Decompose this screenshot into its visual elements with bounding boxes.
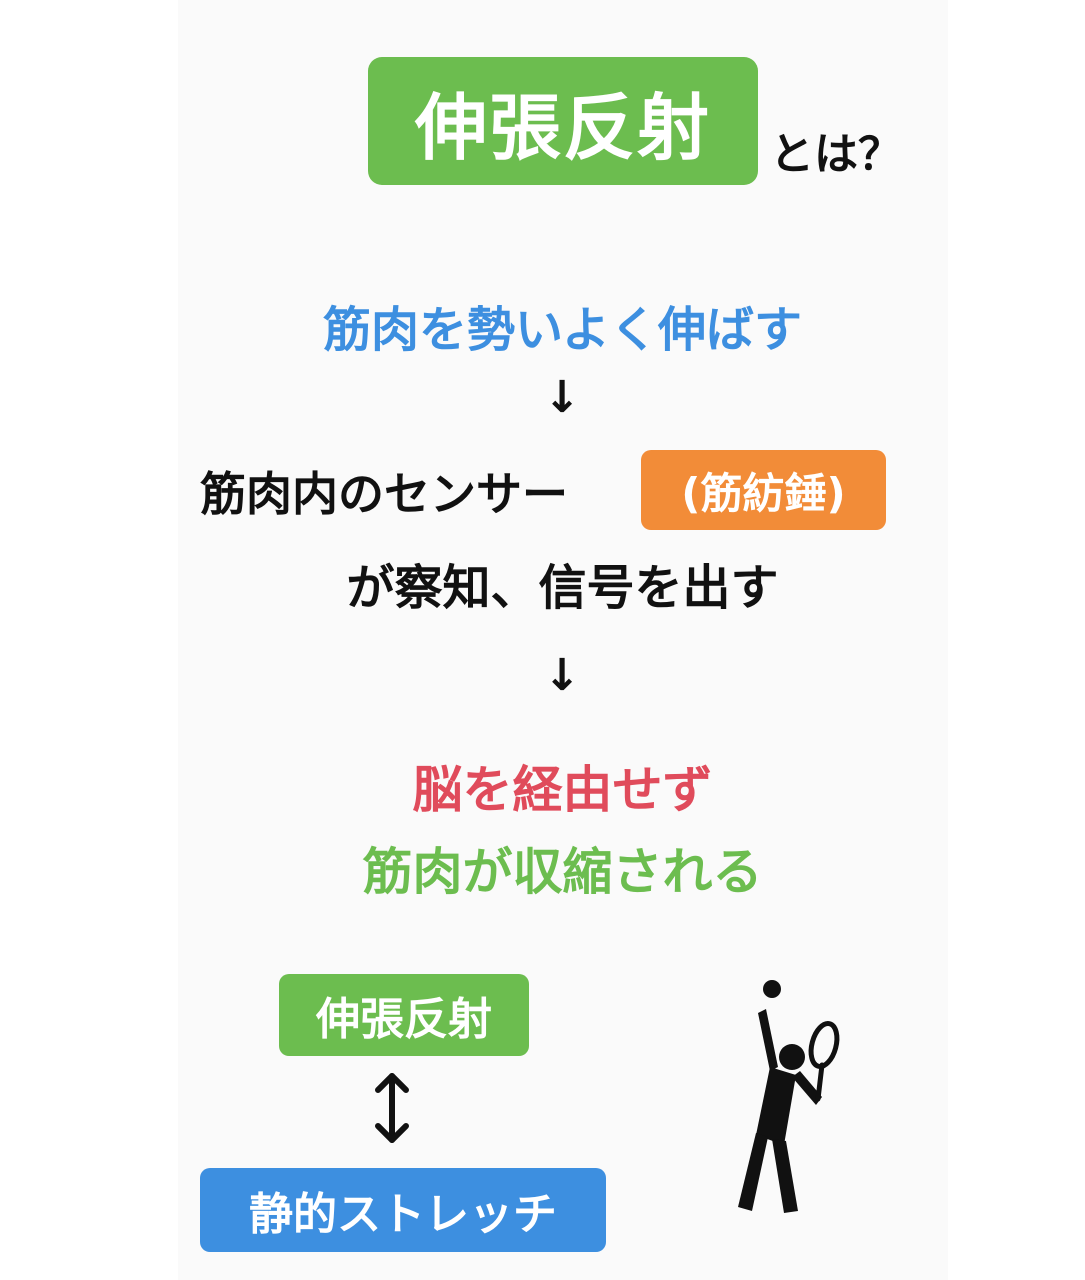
flow-step-stretch: 筋肉を勢いよく伸ばす: [322, 302, 803, 358]
down-arrow-icon: ↓: [543, 372, 581, 423]
flow-step-contraction: 筋肉が収縮される: [362, 843, 763, 901]
muscle-spindle-badge: (筋紡錘): [641, 450, 886, 530]
tennis-player-icon: [738, 980, 840, 1213]
static-stretch-label: 静的ストレッチ: [249, 1189, 557, 1240]
up-down-arrow-icon: [375, 1073, 409, 1143]
down-arrow-icon: ↓: [543, 650, 581, 701]
title-suffix: とは？: [770, 129, 902, 180]
flow-step-bypass-brain: 脳を経由せず: [412, 761, 713, 819]
title-highlight-box: 伸張反射: [368, 57, 758, 185]
muscle-spindle-label: (筋紡錘): [681, 468, 846, 518]
static-stretch-badge: 静的ストレッチ: [200, 1168, 606, 1252]
flow-step-signal: が察知、信号を出す: [346, 560, 779, 616]
stretch-reflex-label: 伸張反射: [316, 994, 492, 1045]
stretch-reflex-badge: 伸張反射: [279, 974, 529, 1056]
flow-step-sensor: 筋肉内のセンサー: [200, 467, 568, 521]
title-highlight-text: 伸張反射: [414, 85, 711, 170]
